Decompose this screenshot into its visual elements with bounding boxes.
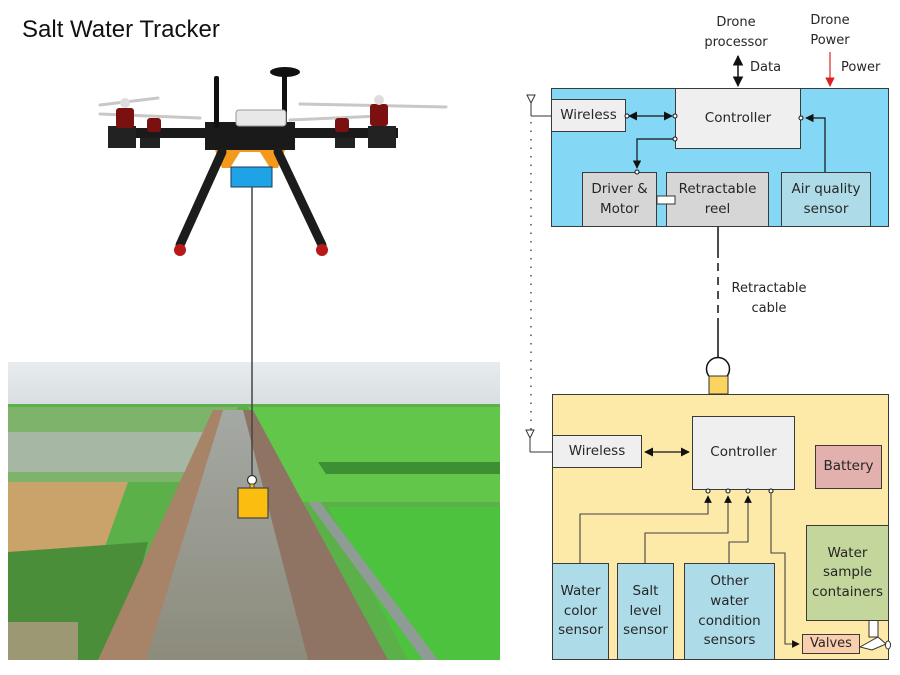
drone-power-label: Drone Power [810, 13, 850, 48]
retractable-cable-label: Retractable cable [731, 281, 807, 316]
air-quality-sensor-block: Air quality sensor [781, 172, 871, 227]
driver-motor-label: Driver & Motor [591, 180, 648, 217]
probe-float [246, 474, 258, 486]
aerial-river-photo [8, 362, 500, 660]
water-color-sensor-label: Water color sensor [558, 583, 603, 639]
salt-level-sensor-block: Salt level sensor [617, 563, 674, 660]
water-sample-containers-block: Water sample containers [806, 525, 889, 621]
water-wireless-block: Wireless [552, 435, 642, 468]
retractable-reel-block: Retractable reel [666, 172, 769, 227]
water-probe [237, 487, 269, 519]
valves-block: Valves [802, 634, 860, 654]
water-controller-block: Controller [692, 416, 795, 490]
other-sensors-label: Other water condition sensors [698, 573, 761, 649]
cable-connector [708, 375, 729, 395]
antenna-icon [526, 94, 551, 117]
drone-wireless-label: Wireless [560, 106, 617, 123]
drone-processor-label: Drone processor [704, 15, 768, 50]
air-quality-sensor-label: Air quality sensor [791, 180, 861, 217]
water-sample-containers-label: Water sample containers [811, 544, 883, 600]
antenna-icon [525, 429, 552, 453]
power-label: Power [841, 60, 881, 75]
salt-level-sensor-label: Salt level sensor [623, 583, 668, 639]
cable-float [705, 356, 731, 382]
drone-frame [108, 67, 398, 256]
battery-label: Battery [823, 458, 874, 475]
water-color-sensor-block: Water color sensor [552, 563, 609, 660]
drone-wireless-block: Wireless [551, 99, 626, 132]
driver-motor-block: Driver & Motor [582, 172, 657, 227]
drone-controller-block: Controller [675, 88, 801, 149]
battery-block: Battery [815, 445, 882, 489]
water-wireless-label: Wireless [568, 442, 626, 459]
tether-and-probe [237, 187, 269, 519]
other-sensors-block: Other water condition sensors [684, 563, 775, 660]
valves-label: Valves [810, 635, 852, 651]
retractable-reel-label: Retractable reel [678, 180, 757, 217]
drone-illustration [98, 67, 448, 256]
drone-controller-label: Controller [704, 109, 772, 126]
river-scene [8, 362, 500, 660]
data-label: Data [750, 60, 782, 75]
water-controller-label: Controller [710, 444, 777, 460]
page-title: Salt Water Tracker [22, 16, 220, 43]
